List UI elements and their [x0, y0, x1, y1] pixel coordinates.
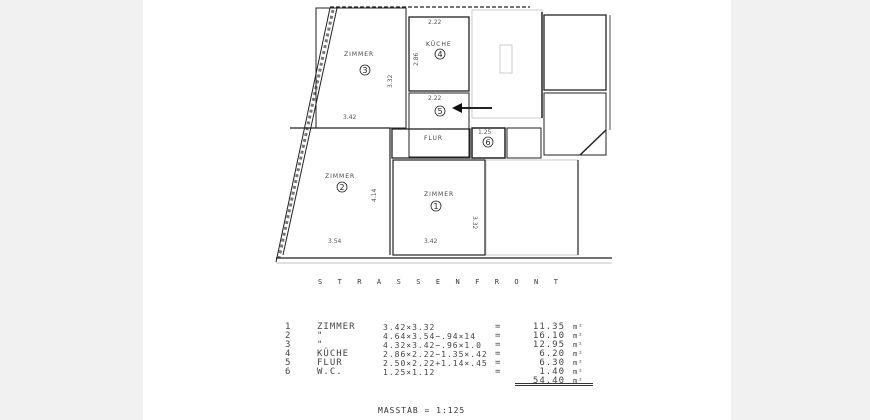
street-letter: N	[534, 278, 539, 286]
street-letter: R	[494, 278, 499, 286]
row-number: 5	[285, 358, 292, 368]
area-formula: 2.50×2.22+1.14×.45	[383, 359, 488, 368]
area-unit: m²	[573, 350, 584, 358]
neighbour-room-bottom	[485, 159, 579, 256]
room-1-label: ZIMMER	[424, 191, 454, 198]
area-formula: 3.42×3.32	[383, 323, 436, 332]
area-unit: m²	[573, 332, 584, 340]
street-letter: F	[475, 278, 480, 286]
room-3-label: ZIMMER	[344, 51, 374, 58]
street-letter: T	[553, 278, 558, 286]
area-formula: 4.32×3.42−.96×1.0	[383, 341, 482, 350]
street-letter: S	[318, 278, 323, 286]
room-1-height-dim: 3.32	[471, 216, 478, 230]
area-unit: m²	[573, 323, 584, 331]
row-number: 4	[285, 349, 292, 359]
row-number: 3	[285, 340, 292, 350]
room-3-dim: 3.42	[343, 114, 357, 121]
room-name: KÜCHE	[317, 349, 350, 359]
neighbour-room-top	[543, 14, 607, 91]
area-unit: m²	[573, 368, 584, 376]
room-4-number: 4	[437, 50, 442, 59]
room-6-wc	[471, 127, 506, 159]
room-name: "	[317, 340, 324, 350]
table-row: 4 KÜCHE 2.86×2.22−1.35×.42 = 6.20 m²	[285, 349, 593, 360]
room-4-kueche	[408, 16, 470, 92]
area-value: 11.35	[532, 322, 565, 332]
room-5-label: FLUR	[424, 135, 443, 142]
room-3-number: 3	[362, 66, 367, 75]
table-row: 2 " 4.64×3.54−.94×14 = 16.10 m²	[285, 331, 593, 342]
room-5-dim: 2.22	[428, 95, 442, 102]
room-6-number: 6	[485, 138, 490, 147]
equals-sign: =	[495, 349, 502, 359]
room-1-number: 1	[433, 202, 438, 211]
room-name: ZIMMER	[317, 322, 356, 332]
street-letter: N	[455, 278, 460, 286]
row-number: 6	[285, 367, 292, 377]
street-front-label: S T R A S S E N F R O N T	[318, 278, 558, 286]
area-value: 12.95	[532, 340, 565, 350]
room-name: FLUR	[317, 358, 343, 368]
street-letter: S	[396, 278, 401, 286]
area-formula: 1.25×1.12	[383, 368, 436, 377]
room-1-zimmer	[392, 159, 486, 256]
area-table: 1 ZIMMER 3.42×3.32 = 11.35 m² 2 " 4.64×3.54−.94…	[285, 323, 593, 386]
area-unit: m²	[573, 359, 584, 367]
row-number: 2	[285, 331, 292, 341]
table-row: 1 ZIMMER 3.42×3.32 = 11.35 m²	[285, 322, 593, 333]
room-3-height-dim: 3.32	[387, 74, 394, 88]
street-letter: R	[357, 278, 362, 286]
equals-sign: =	[495, 331, 502, 341]
street-letter: S	[416, 278, 421, 286]
room-2-number: 2	[339, 183, 344, 192]
room-4-height-dim: 2.86	[413, 52, 420, 66]
room-2-label: ZIMMER	[325, 173, 355, 180]
room-4-label: KÜCHE	[426, 41, 452, 48]
room-number-markers	[336, 48, 494, 212]
equals-sign: =	[495, 340, 502, 350]
table-row: 5 FLUR 2.50×2.22+1.14×.45 = 6.30 m²	[285, 358, 593, 369]
room-1-dim: 3.42	[424, 238, 438, 245]
entrance-arrow-icon	[452, 103, 492, 113]
room-5-flur	[408, 92, 470, 158]
street-letter: A	[376, 278, 382, 286]
equals-sign: =	[495, 322, 502, 332]
floor-plan-sheet	[143, 0, 731, 420]
street-letter: E	[435, 278, 441, 286]
area-formula: 2.86×2.22−1.35×.42	[383, 350, 488, 359]
street-letter: O	[514, 278, 519, 286]
area-value: 6.30	[539, 358, 565, 368]
room-name: W.C.	[317, 367, 343, 377]
area-value: 16.10	[532, 331, 565, 341]
table-row: 6 W.C. 1.25×1.12 = 1.40 m²	[285, 367, 593, 378]
street-letter: T	[337, 278, 342, 286]
area-value: 1.40	[539, 367, 565, 377]
room-2-dim: 3.54	[328, 238, 342, 245]
scale-label: MASSTAB = 1:125	[378, 406, 466, 415]
stairwell	[471, 9, 543, 119]
room-6-dim: 1.25	[478, 129, 492, 136]
room-5-number: 5	[437, 107, 442, 116]
room-2-height-dim: 4.14	[371, 188, 378, 202]
area-formula: 4.64×3.54−.94×14	[383, 332, 477, 341]
row-number: 1	[285, 322, 292, 332]
room-4-dim: 2.22	[428, 19, 442, 26]
room-3-zimmer	[315, 7, 407, 129]
equals-sign: =	[495, 367, 502, 377]
area-value: 6.20	[539, 349, 565, 359]
equals-sign: =	[495, 358, 502, 368]
area-unit: m²	[573, 341, 584, 349]
total-area-unit: m²	[565, 377, 593, 386]
neighbour-room-mid	[543, 92, 607, 156]
room-name: "	[317, 331, 324, 341]
table-row: 3 " 4.32×3.42−.96×1.0 = 12.95 m²	[285, 340, 593, 351]
west-wall	[275, 7, 338, 263]
total-area-value: 54.40	[515, 377, 565, 386]
